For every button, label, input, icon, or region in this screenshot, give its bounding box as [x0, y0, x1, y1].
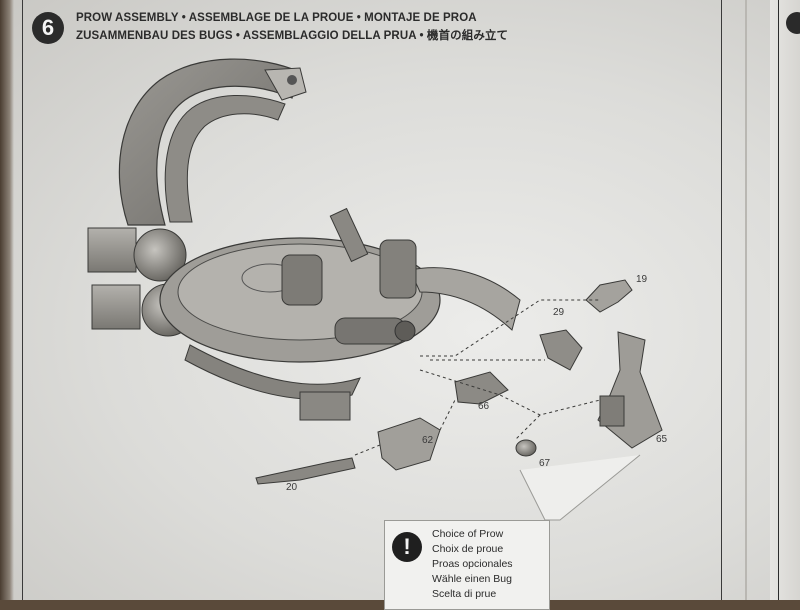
part-65: [597, 331, 663, 449]
main-hull-part: [159, 237, 521, 400]
tail-arch-part: [118, 58, 307, 226]
callout-line-es: Proas opcionales: [432, 558, 513, 570]
next-step-badge: [786, 12, 800, 34]
gun-turrets: [281, 207, 417, 421]
part-label-29: 29: [553, 307, 565, 318]
part-label-66: 66: [478, 401, 490, 412]
part-62: [377, 417, 441, 471]
callout-line-en: Choice of Prow: [432, 528, 504, 540]
next-page-strip: [770, 0, 800, 600]
part-label-65: 65: [656, 434, 668, 445]
callout-line-fr: Choix de proue: [432, 543, 504, 555]
part-20: [255, 457, 356, 485]
step-title-line-1: PROW ASSEMBLY • ASSEMBLAGE DE LA PROUE •…: [76, 12, 477, 24]
callout-pointer: [519, 454, 641, 521]
step-title-line-2: ZUSAMMENBAU DES BUGS • ASSEMBLAGGIO DELL…: [76, 30, 509, 42]
part-label-67: 67: [539, 458, 551, 469]
part-29: [539, 329, 583, 371]
callout-line-de: Wähle einen Bug: [432, 573, 512, 585]
next-page-frame-line: [778, 0, 779, 600]
step-number-badge: 6: [32, 12, 64, 44]
assembly-guide-lines: [354, 299, 601, 456]
part-label-19: 19: [636, 274, 648, 285]
part-label-20: 20: [286, 482, 298, 493]
part-66: [454, 371, 509, 405]
instruction-frame: [22, 0, 722, 600]
callout-line-it: Scelta di prue: [432, 588, 497, 600]
part-label-62: 62: [422, 435, 434, 446]
part-67: [515, 439, 537, 457]
page-edge: [745, 0, 747, 600]
exclamation-icon: !: [392, 532, 422, 562]
part-19: [585, 279, 633, 313]
binding-shadow: [0, 0, 14, 600]
